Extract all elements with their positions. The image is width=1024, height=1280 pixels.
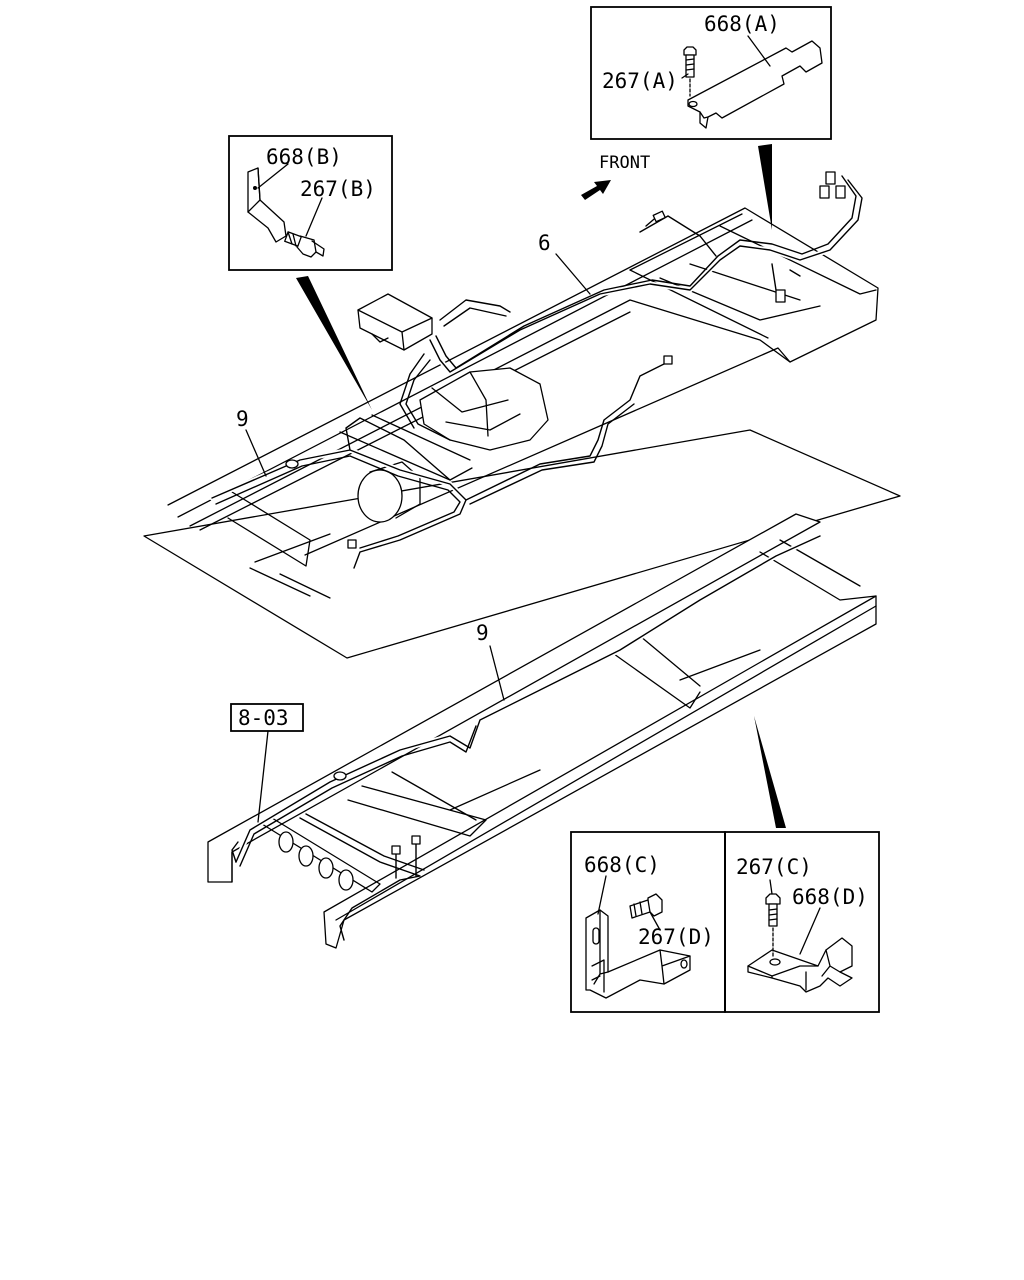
label-668b: 668(B) <box>266 145 342 169</box>
bolt-267b <box>284 231 325 258</box>
label-267b: 267(B) <box>300 177 376 201</box>
front-label: FRONT <box>599 153 650 173</box>
pointer-inset-a <box>758 144 772 230</box>
transmission <box>419 367 549 451</box>
inset-a: 668(A) 267(A) <box>590 6 832 140</box>
leader-267b <box>305 197 323 237</box>
inset-cd: 668(C) 267(D) 267(C) 668(D) <box>570 831 880 1013</box>
inset-c: 668(C) 267(D) <box>584 853 714 999</box>
bracket-668a <box>687 40 823 129</box>
label-668a: 668(A) <box>704 12 780 36</box>
pointer-inset-b <box>296 276 372 410</box>
leader-9-upper <box>245 429 267 477</box>
label-668d: 668(D) <box>792 885 868 909</box>
leader-8-03 <box>257 730 269 823</box>
inset-b: 668(B) 267(B) <box>228 135 393 271</box>
leader-267d <box>649 911 661 931</box>
label-267c: 267(C) <box>736 855 812 879</box>
front-arrow-icon <box>581 180 611 200</box>
bolt-267c <box>765 893 781 957</box>
label-9-lower: 9 <box>476 621 489 645</box>
ref-box-8-03 <box>230 703 304 732</box>
reference-8-03: 8-03 <box>230 703 304 823</box>
leader-9-lower <box>489 645 505 701</box>
front-indicator: FRONT <box>581 153 650 200</box>
pointer-inset-cd <box>754 716 786 828</box>
upper-chassis <box>143 207 901 659</box>
bolt-267d <box>629 893 663 919</box>
label-9-upper: 9 <box>236 407 249 431</box>
label-267d: 267(D) <box>638 925 714 949</box>
leader-668a <box>747 35 771 67</box>
canister <box>357 469 403 523</box>
bolt-267a <box>683 46 697 97</box>
leader-267c <box>769 879 773 895</box>
leader-668d <box>799 907 821 955</box>
inset-a-frame <box>590 6 832 140</box>
control-box <box>357 293 433 351</box>
label-668c: 668(C) <box>584 853 660 877</box>
inset-d: 267(C) 668(D) <box>736 855 868 993</box>
bracket-668c <box>585 909 691 999</box>
leader-668b <box>257 163 289 189</box>
harness-9-upper: 9 <box>209 355 673 571</box>
leader-6 <box>555 253 591 295</box>
label-8-03: 8-03 <box>238 706 289 730</box>
label-6: 6 <box>538 231 551 255</box>
floor-panel <box>143 429 901 659</box>
leader-267a <box>681 73 689 79</box>
leader-668c <box>597 875 607 915</box>
label-267a: 267(A) <box>602 69 678 93</box>
harness-9-lower: 9 <box>231 533 823 941</box>
harness-6: 6 <box>399 171 865 441</box>
